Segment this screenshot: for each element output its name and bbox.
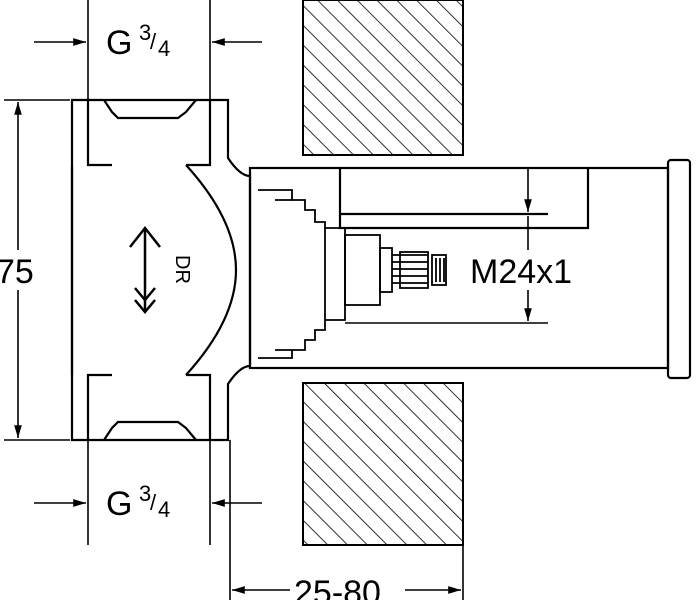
wall-section-top [302,0,464,156]
dimension-bottom-thread [34,440,262,545]
dimension-depth [229,440,464,600]
wall-section-bottom [302,382,464,546]
bottom-thread-denominator: 4 [158,497,170,522]
cartridge [258,189,447,359]
thread-size-label: M24x1 [470,253,572,291]
height-dimension-label: 75 [0,253,34,291]
flow-marking-label: DR [171,255,193,284]
dimension-top-thread [34,0,262,100]
flow-arrow-icon [129,225,161,314]
extension-sleeve [248,158,692,380]
bottom-thread-letter: G [106,485,132,523]
bottom-thread-fraction-slash: / [150,490,157,515]
dimension-height [4,99,70,441]
bottom-thread-numerator: 3 [139,481,151,506]
depth-range-label: 25-80 [294,574,381,600]
top-thread-letter: G [106,24,132,62]
top-thread-numerator: 3 [139,20,151,45]
top-thread-denominator: 4 [158,36,170,61]
valve-body [70,98,252,442]
dimension-thread-m24 [345,168,548,324]
top-thread-fraction-slash: / [150,29,157,54]
